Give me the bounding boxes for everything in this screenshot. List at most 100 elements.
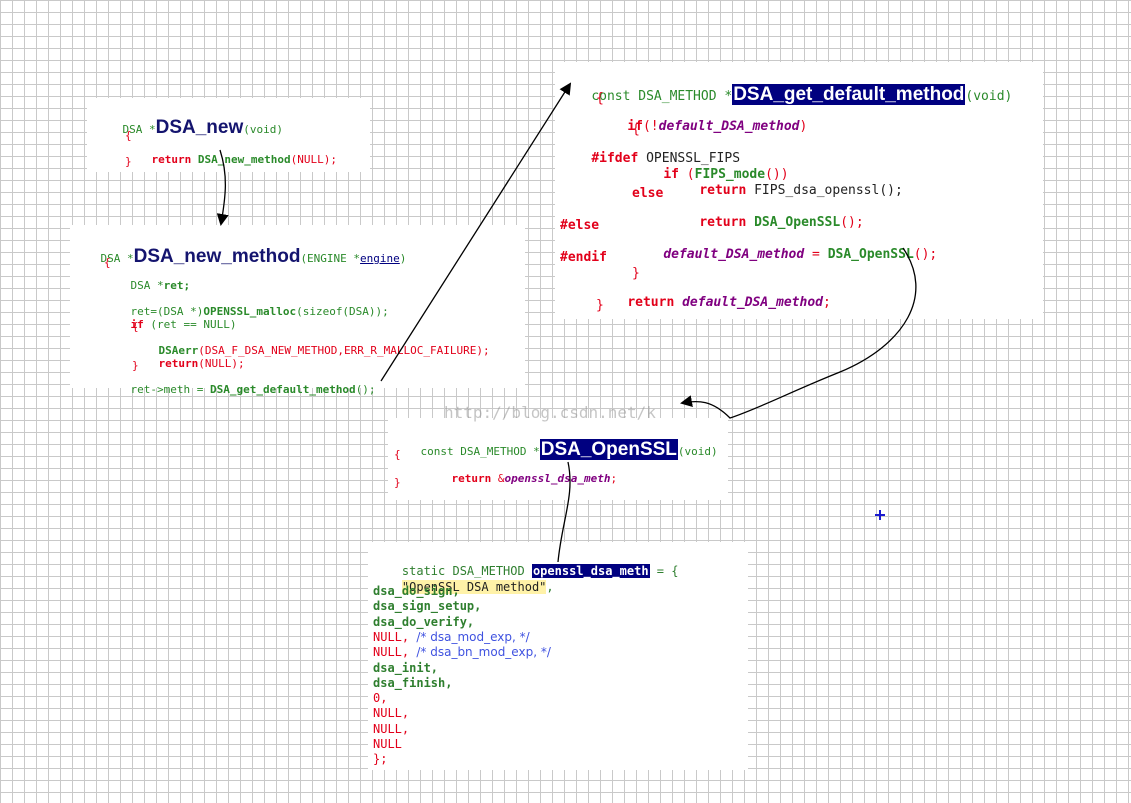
function-name-get-default-method: DSA_get_default_method (732, 84, 966, 105)
arrow-dsa-new-to-new-method (216, 149, 229, 226)
ifdef-line: #ifdef OPENSSL_FIPS (560, 139, 740, 178)
struct-member-line: NULL, (373, 723, 409, 735)
inner-open-brace: { (132, 320, 139, 333)
malloc-args: (sizeof(DSA)); (296, 305, 389, 318)
params: (void) (677, 445, 718, 458)
param-engine: engine (360, 252, 400, 265)
struct-string-line: "OpenSSL DSA method", (373, 569, 554, 605)
declaration: DSA *ret; (104, 269, 191, 302)
struct-member-line: NULL, /* dsa_mod_exp, */ (373, 631, 530, 643)
struct-member-line: dsa_finish, (373, 677, 452, 689)
if-cond-end: ) (799, 119, 808, 134)
var-default-dsa-method: default_DSA_method (663, 247, 805, 262)
else-directive: #else (560, 218, 600, 233)
return-type: const DSA_METHOD * (420, 445, 540, 458)
member-value: }; (373, 752, 388, 767)
struct-member-line: dsa_sign_setup, (373, 600, 481, 612)
decl-var: ret; (163, 279, 191, 292)
inner-open-brace: { (632, 122, 640, 137)
final-return-line: return default_DSA_method; (596, 283, 831, 322)
call-dsa-openssl: DSA_OpenSSL (746, 215, 841, 230)
struct-declaration: static DSA_METHOD openssl_dsa_meth = { (373, 553, 678, 589)
return-keyword: return (699, 183, 747, 198)
call-dsa-openssl: DSA_OpenSSL (827, 247, 914, 262)
watermark: http://blog.csdn.net/k (444, 403, 656, 422)
member-value: NULL, (373, 706, 410, 721)
dsaerr-call: DSAerr (158, 344, 199, 357)
endif-directive: #endif (560, 250, 607, 265)
if-fips-line: if (FIPS_mode()) (632, 155, 788, 194)
if-line: if (ret == NULL) (104, 308, 237, 341)
return-fips-value: FIPS_dsa_openssl(); (746, 183, 903, 198)
open-brace: { (104, 256, 111, 269)
decl-type: DSA * (130, 279, 164, 292)
return-type: DSA * (122, 123, 156, 136)
close-brace: } (125, 155, 132, 168)
meth-target: ret->meth = (130, 383, 210, 396)
malloc-line: ret=(DSA *)OPENSSL_malloc(sizeof(DSA)); (104, 295, 389, 328)
member-function: dsa_do_verify, (373, 614, 475, 629)
struct-member-line: 0, (373, 692, 387, 704)
struct-member-line: dsa_do_sign, (373, 585, 460, 597)
dsaerr-line: DSAerr(DSA_F_DSA_NEW_METHOD,ERR_R_MALLOC… (132, 334, 490, 367)
return-null-line: return(NULL); (132, 347, 245, 380)
params-start: (ENGINE * (300, 252, 361, 265)
openssl-dsa-meth-block: static DSA_METHOD openssl_dsa_meth = { "… (368, 542, 748, 770)
return-statement: return DSA_new_method(NULL); (125, 143, 337, 176)
struct-name-openssl-dsa-meth: openssl_dsa_meth (531, 564, 650, 578)
if-keyword: if (627, 119, 643, 134)
member-function: dsa_finish, (373, 675, 453, 690)
function-name-dsa-openssl: DSA_OpenSSL (539, 439, 678, 460)
return-args: (NULL); (198, 357, 245, 370)
return-openssl-line: return DSA_OpenSSL(); (668, 203, 863, 242)
return-type: DSA * (100, 252, 134, 265)
return-keyword: return (151, 153, 192, 166)
semicolon: ; (610, 472, 618, 485)
call-post: (); (913, 247, 938, 262)
member-value: NULL, (373, 721, 410, 736)
assign-op: = (804, 247, 828, 262)
params: (void) (243, 123, 284, 136)
address-of: & (491, 472, 505, 485)
close-brace: } (596, 298, 604, 313)
member-function: dsa_sign_setup, (373, 599, 482, 614)
member-comment: /* dsa_mod_exp, */ (416, 629, 530, 644)
call-dsa-new-method: DSA_new_method (197, 153, 291, 166)
member-value: NULL, (373, 629, 417, 644)
return-fips-line: return FIPS_dsa_openssl(); (668, 171, 903, 210)
else-keyword: else (632, 186, 664, 201)
if-condition: (ret == NULL) (143, 318, 237, 331)
dsa-new-method-block: DSA *DSA_new_method(ENGINE *engine) { DS… (70, 225, 525, 395)
crosshair-cursor-icon (875, 510, 885, 520)
call-fips-mode: FIPS_mode (694, 167, 766, 182)
if-keyword: if (663, 167, 679, 182)
assign-line: default_DSA_method = DSA_OpenSSL(); (632, 235, 937, 274)
arrow-get-default-to-dsa-openssl (680, 247, 917, 419)
member-function: dsa_init, (373, 660, 439, 675)
call-args: (NULL); (290, 153, 337, 166)
params: (void) (965, 89, 1013, 104)
struct-member-line: NULL, /* dsa_bn_mod_exp, */ (373, 646, 551, 658)
dsa-new-method-signature: DSA *DSA_new_method(ENGINE *engine) (74, 236, 407, 277)
if-line: if(!default_DSA_method) (596, 107, 807, 146)
inner-close-brace: } (632, 266, 640, 281)
return-line: return &openssl_dsa_meth; (425, 462, 618, 495)
comma: , (546, 580, 554, 594)
malloc-call: OPENSSL_malloc (203, 305, 297, 318)
struct-member-line: dsa_do_verify, (373, 616, 474, 628)
close-brace: } (394, 476, 401, 489)
member-value: 0, (373, 691, 388, 706)
arrow-dsa-openssl-to-struct (557, 461, 571, 563)
meth-assign-line: ret->meth = DSA_get_default_method(); (104, 373, 376, 406)
var-default-dsa-method: default_DSA_method (682, 295, 823, 310)
dsa-get-default-method-block: const DSA_METHOD *DSA_get_default_method… (555, 62, 1043, 319)
struct-member-line: NULL, (373, 707, 409, 719)
return-type: const DSA_METHOD * (591, 89, 733, 104)
open-brace: { (596, 91, 604, 106)
meth-post: (); (355, 383, 376, 396)
return-keyword: return (627, 295, 675, 310)
member-comment: /* dsa_bn_mod_exp, */ (416, 645, 551, 660)
var-openssl-dsa-meth: openssl_dsa_meth (504, 472, 611, 485)
open-brace: { (125, 129, 132, 142)
